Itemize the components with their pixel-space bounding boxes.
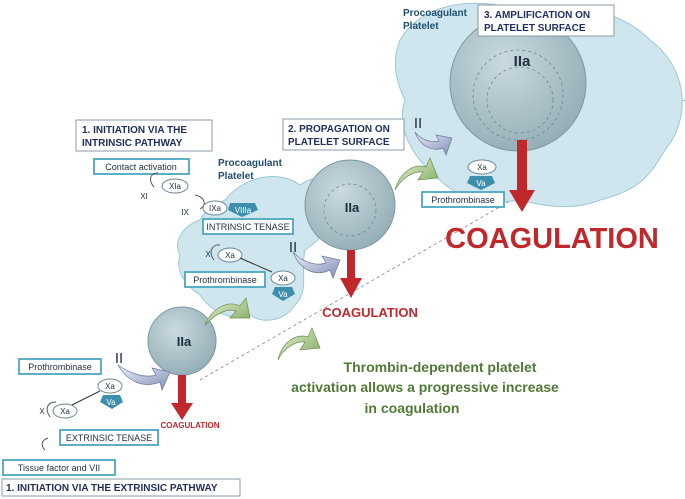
factor-xa-mid2: Xa bbox=[278, 274, 288, 283]
thrombin-sphere-low: IIa bbox=[147, 306, 217, 376]
conversion-curve-ix bbox=[194, 194, 205, 210]
svg-text:EXTRINSIC TENASE: EXTRINSIC TENASE bbox=[66, 433, 152, 443]
factor-va-top-pentagon bbox=[467, 176, 495, 190]
svg-text:2. PROPAGATION ON: 2. PROPAGATION ON bbox=[288, 124, 390, 135]
intrinsic-tenase-box: INTRINSIC TENASE bbox=[202, 218, 294, 235]
factor-xa-low1: Xa bbox=[105, 382, 115, 391]
heading-amplification: 3. AMPLIFICATION ON PLATELET SURFACE bbox=[477, 4, 615, 37]
thrombin-label-mid: IIa bbox=[345, 200, 360, 215]
factor-ix: IX bbox=[181, 208, 189, 217]
svg-text:INTRINSIC PATHWAY: INTRINSIC PATHWAY bbox=[82, 138, 183, 149]
svg-text:Prothrombinase: Prothrombinase bbox=[28, 362, 92, 372]
factor-xa-mid1-oval bbox=[217, 247, 243, 263]
heading-intrinsic-pathway: 1. INITIATION VIA THE INTRINSIC PATHWAY bbox=[75, 119, 213, 152]
svg-text:3. AMPLIFICATION ON: 3. AMPLIFICATION ON bbox=[484, 10, 590, 21]
coagulation-arrow-mid bbox=[340, 250, 362, 298]
platelet-label-mid-line2: Platelet bbox=[218, 171, 254, 182]
factor-xa-low2-oval bbox=[52, 403, 78, 419]
factor-viiia-pentagon bbox=[228, 203, 258, 217]
contact-activation-box: Contact activation bbox=[93, 158, 190, 175]
feedback-arrow-legend bbox=[277, 327, 321, 361]
factor-va-low: Va bbox=[106, 398, 116, 407]
thrombin-label-top: IIa bbox=[514, 53, 531, 70]
factor-viiia: VIIIa bbox=[235, 206, 252, 215]
conversion-curve-x-mid bbox=[210, 244, 221, 261]
prothrombin-arrow-top bbox=[414, 131, 453, 156]
svg-text:1. INITIATION VIA THE: 1. INITIATION VIA THE bbox=[82, 125, 187, 136]
factor-xi: XI bbox=[140, 192, 148, 201]
factor-xia: XIa bbox=[169, 182, 182, 191]
prothrombin-label-mid: II bbox=[289, 239, 297, 256]
prothrombinase-box-top: Prothrombinase bbox=[421, 191, 505, 208]
heading-propagation: 2. PROPAGATION ON PLATELET SURFACE bbox=[282, 118, 405, 151]
svg-text:Contact activation: Contact activation bbox=[105, 162, 177, 172]
platelet-label-mid-line1: Procoagulant bbox=[218, 158, 283, 169]
conversion-curve-x-low bbox=[46, 401, 57, 418]
svg-text:Prothrombinase: Prothrombinase bbox=[193, 275, 257, 285]
tissue-factor-box: Tissue factor and VII bbox=[2, 459, 116, 476]
feedback-arrow-low bbox=[204, 297, 251, 326]
factor-va-low-pentagon bbox=[100, 395, 123, 409]
svg-text:INTRINSIC TENASE: INTRINSIC TENASE bbox=[206, 222, 289, 232]
factor-xa-mid1: Xa bbox=[225, 251, 235, 260]
extrinsic-tenase-box: EXTRINSIC TENASE bbox=[59, 429, 159, 446]
factor-xa-low1-oval bbox=[97, 378, 123, 394]
thrombin-sphere-mid: IIa bbox=[304, 159, 396, 251]
note-line-1: Thrombin-dependent platelet bbox=[344, 359, 537, 375]
factor-va-mid-pentagon bbox=[272, 287, 295, 301]
factor-xa-top: Xa bbox=[477, 163, 487, 172]
conversion-curve-tf bbox=[41, 437, 49, 451]
prothrombin-label-low: II bbox=[115, 350, 123, 367]
link-line-mid bbox=[239, 257, 273, 273]
coagulation-label-small: COAGULATION bbox=[161, 421, 220, 430]
factor-va-top: Va bbox=[476, 179, 486, 188]
factor-xa-low2: Xa bbox=[60, 407, 70, 416]
factor-ixa: IXa bbox=[209, 204, 222, 213]
factor-xia-oval bbox=[161, 178, 189, 194]
feedback-arrow-mid bbox=[394, 157, 439, 191]
factor-ixa-oval bbox=[202, 200, 228, 216]
coagulation-arrow-low bbox=[171, 375, 193, 420]
coagulation-arrow-top bbox=[509, 140, 535, 212]
note-line-3: in coagulation bbox=[365, 400, 460, 416]
thrombin-label-low: IIa bbox=[177, 334, 192, 349]
note-line-2: activation allows a progressive increase bbox=[291, 379, 559, 395]
svg-text:PLATELET SURFACE: PLATELET SURFACE bbox=[484, 23, 586, 34]
factor-va-mid: Va bbox=[278, 290, 288, 299]
svg-text:Tissue factor and VII: Tissue factor and VII bbox=[18, 463, 100, 473]
prothrombin-label-top: II bbox=[414, 115, 422, 132]
conversion-curve-xi bbox=[150, 172, 159, 188]
prothrombin-arrow-low bbox=[117, 364, 171, 392]
factor-x-mid: X bbox=[205, 250, 211, 259]
factor-xa-mid2-oval bbox=[270, 270, 296, 286]
heading-extrinsic-pathway: 1. INITIATION VIA THE EXTRINSIC PATHWAY bbox=[1, 478, 241, 497]
platelet-label-top-line2: Platelet bbox=[403, 21, 439, 32]
coagulation-label-medium: COAGULATION bbox=[322, 305, 418, 320]
svg-text:1. INITIATION VIA THE EXTRINSI: 1. INITIATION VIA THE EXTRINSIC PATHWAY bbox=[6, 483, 218, 494]
platelet-label-top-line1: Procoagulant bbox=[403, 8, 468, 19]
svg-text:PLATELET SURFACE: PLATELET SURFACE bbox=[288, 137, 390, 148]
factor-xa-top-oval bbox=[467, 159, 497, 175]
prothrombinase-box-low: Prothrombinase bbox=[18, 358, 102, 375]
factor-x-low: X bbox=[39, 407, 45, 416]
svg-text:Prothrombinase: Prothrombinase bbox=[431, 195, 495, 205]
link-line-low bbox=[71, 390, 101, 406]
thrombin-sphere-top: IIa bbox=[449, 14, 587, 152]
prothrombin-arrow-mid bbox=[292, 251, 341, 279]
coagulation-label-large: COAGULATION bbox=[445, 223, 659, 255]
prothrombinase-box-mid: Prothrombinase bbox=[184, 271, 266, 288]
